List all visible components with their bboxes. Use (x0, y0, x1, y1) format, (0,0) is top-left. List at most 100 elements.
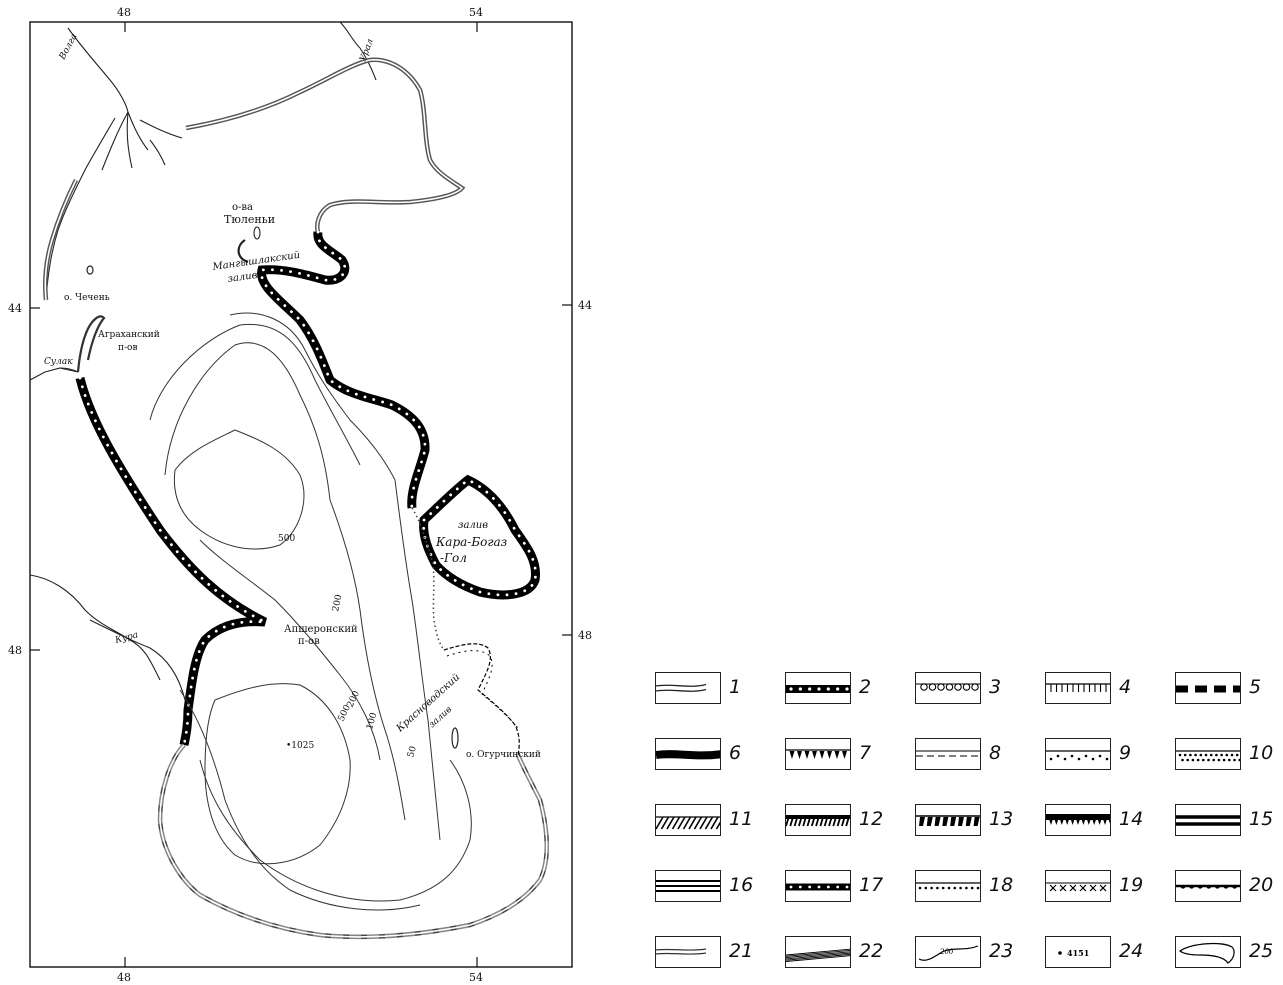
legend-isobath-sample: 200 (939, 948, 954, 956)
legend-number: 6 (729, 742, 742, 764)
label-volga: Волга (57, 32, 79, 62)
legend-swatch-depth-point: 4151 (1045, 936, 1111, 968)
legend-number: 16 (729, 874, 754, 896)
legend-item-3: 3 (915, 672, 1040, 712)
legend-item-8: 8 (915, 738, 1040, 778)
legend-swatch-double-wavy-line (655, 672, 721, 704)
label-ogurchinsky: о. Огурчинский (466, 750, 541, 760)
label-apsheron-1: Апшеронский (284, 624, 358, 635)
volga-river (67, 27, 129, 113)
legend-number: 14 (1119, 808, 1144, 830)
coastline-dotted-east (411, 507, 445, 651)
isobath-label-100: 100 (365, 711, 379, 730)
sulak-river (59, 367, 79, 373)
legend-swatch-semicircle-line (1175, 870, 1241, 902)
legend-item-10: 10 (1175, 738, 1283, 778)
legend-item-23: 200 23 (915, 936, 1040, 976)
label-tyuleni: Тюленьи (224, 213, 275, 226)
volga-west-bank (45, 167, 87, 301)
isobath-label-500-north: 500 (278, 534, 295, 544)
legend-item-6: 6 (655, 738, 780, 778)
isobath-label-50: 50 (406, 745, 419, 759)
legend-swatch-cross-mark-line (1045, 870, 1111, 902)
isobath-50-north (229, 312, 396, 481)
legend-number: 5 (1249, 676, 1262, 698)
land-boundary-north (339, 21, 361, 49)
legend-number: 25 (1249, 940, 1274, 962)
legend-item-15: 15 (1175, 804, 1283, 844)
axis-label-bottom-54: 54 (469, 971, 483, 984)
isobath-label-200-north: 200 (331, 593, 344, 612)
isobath-south-outer (199, 759, 472, 902)
label-agrakhan-1: Аграханский (98, 330, 160, 340)
legend-number: 22 (859, 940, 884, 962)
legend-item-17: 17 (785, 870, 910, 910)
legend-item-19: 19 (1045, 870, 1170, 910)
land-boundary-west (29, 367, 79, 381)
legend-swatch-hatched-band (655, 804, 721, 836)
label-karabogaz-1: залив (458, 520, 488, 531)
legend-depth-sample: 4151 (1067, 948, 1089, 958)
tyuleni-island (253, 226, 261, 240)
label-ostrova: о-ва (232, 202, 253, 213)
legend-item-13: 13 (915, 804, 1040, 844)
legend-number: 11 (729, 808, 754, 830)
ural-river (359, 47, 377, 81)
isobath-label-200-south: 200 (346, 689, 362, 709)
legend-item-5: 5 (1175, 672, 1283, 712)
legend-item-18: 18 (915, 870, 1040, 910)
legend-swatch-dense-dot-band (1175, 738, 1241, 770)
label-agrakhan-2: п-ов (118, 343, 138, 353)
axis-label-top-48: 48 (117, 6, 131, 19)
legend-number: 7 (859, 742, 872, 764)
legend-number: 4 (1119, 676, 1132, 698)
legend-swatch-dashed-double-line (915, 738, 981, 770)
agrakhan-peninsula (76, 315, 106, 373)
legend-item-14: 14 (1045, 804, 1170, 844)
graticule-ticks (30, 22, 572, 967)
label-mangyshlak-2: залив (227, 270, 258, 285)
axis-label-right-48: 48 (578, 629, 592, 642)
label-apsheron-2: п-ов (298, 636, 320, 647)
legend-swatch-dotted-bold-line (785, 870, 851, 902)
legend-swatch-dashed-bold-line (1175, 672, 1241, 704)
legend-number: 13 (989, 808, 1014, 830)
legend-number: 17 (859, 874, 884, 896)
coastline-beaded-west (75, 376, 267, 746)
kura-river (89, 619, 186, 701)
legend-number: 10 (1249, 742, 1274, 764)
legend-swatch-thick-double-line (1175, 804, 1241, 836)
axis-label-top-54: 54 (469, 6, 483, 19)
label-karabogaz-3: -Гол (440, 551, 467, 565)
legend-swatch-dotted-thin-line (915, 870, 981, 902)
isobath-south-inner (179, 689, 421, 911)
axis-label-left-44: 44 (8, 302, 22, 315)
legend-item-16: 16 (655, 870, 780, 910)
coastline-north (185, 57, 466, 233)
legend-item-9: 9 (1045, 738, 1170, 778)
legend-number: 18 (989, 874, 1014, 896)
legend-number: 1 (729, 676, 742, 698)
legend-swatch-spit-outline (1175, 936, 1241, 968)
legend-swatch-comb-tick-line (1045, 672, 1111, 704)
legend-number: 24 (1119, 940, 1144, 962)
legend-number: 23 (989, 940, 1014, 962)
legend-swatch-bold-serrated-line (1045, 804, 1111, 836)
legend-item-22: 22 (785, 936, 910, 976)
legend-item-12: 12 (785, 804, 910, 844)
coastline-beaded-east (257, 231, 430, 509)
legend-swatch-sparse-dot-band (1045, 738, 1111, 770)
legend-swatch-block-tick-line (915, 804, 981, 836)
legend-item-24: 4151 24 (1045, 936, 1170, 976)
legend-number: 12 (859, 808, 884, 830)
ogurchinsky-island (451, 727, 459, 749)
small-island-west (86, 265, 94, 275)
legend-swatch-triangle-tick-line (785, 738, 851, 770)
label-chechen: о. Чечень (64, 293, 110, 303)
coastline-circle-chain (443, 643, 520, 756)
legend-number: 9 (1119, 742, 1132, 764)
label-krasnovodsk-2: залив (427, 705, 454, 731)
isobath-200-mid (199, 539, 381, 761)
legend-number: 15 (1249, 808, 1274, 830)
